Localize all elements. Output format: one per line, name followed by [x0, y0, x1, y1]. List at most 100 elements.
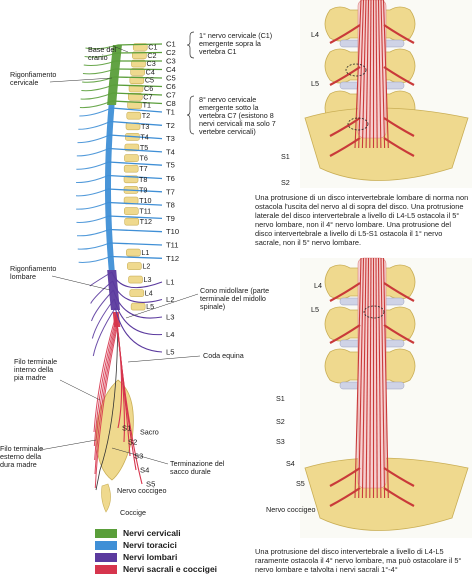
cauda-fiber [377, 0, 382, 149]
nerve-root-left [76, 229, 110, 237]
legend: Nervi cervicali Nervi toracici Nervi lom… [95, 527, 217, 575]
exiting-root-left [329, 324, 361, 344]
cauda-fiber [380, 257, 386, 499]
legend-swatch-thoracic [95, 540, 117, 550]
vertebra-body [128, 275, 143, 284]
vertebra-label: C6 [144, 84, 153, 93]
nerve-labels: C1C2C3C4C5C6C7C8T1T2T3T4T5T6T7T8T9T10T11… [39, 31, 201, 489]
bottom-panel-label-s5: S5 [296, 479, 305, 488]
base-cranio-label: Base del cranio [88, 45, 116, 62]
vertebra-body [129, 76, 145, 84]
c1-annotation: 1° nervo cervicale (C1) emergente sopra … [199, 31, 273, 56]
nerve-root-left [92, 307, 116, 357]
nerve-label: S5 [146, 480, 155, 489]
nerve-label: L1 [166, 278, 174, 287]
nerve-label: T9 [166, 214, 175, 223]
vertebra-label: L4 [145, 289, 153, 298]
vertebral-column [95, 43, 148, 513]
dural-sac-termination-label: Terminazione del sacco durale [170, 459, 225, 476]
vertebra-label: T1 [143, 101, 151, 110]
vertebra-label: C1 [148, 43, 157, 52]
bottom-panel-label-s3: S3 [276, 437, 285, 446]
nerve-label: C5 [166, 74, 176, 83]
exiting-root-left [329, 467, 361, 487]
nerve-root [112, 280, 163, 303]
lumbar-detail-bottom-illustration [300, 257, 472, 538]
nerve-root-left [77, 242, 110, 250]
legend-label: Nervi toracici [123, 540, 177, 550]
nerve-root [112, 92, 163, 96]
vertebra-label: L2 [142, 262, 150, 271]
vertebra-body [124, 207, 139, 215]
nerve-root-left [91, 298, 115, 339]
nerve-label: L3 [166, 313, 174, 322]
nerve-label: S4 [140, 466, 149, 475]
top-panel-label-l4: L4 [311, 30, 319, 39]
cauda-fiber [380, 0, 386, 149]
nerve-label: T8 [166, 201, 175, 210]
exiting-root-left [329, 487, 361, 507]
exiting-root-left [329, 282, 361, 302]
top-panel-label-l5: L5 [311, 79, 319, 88]
leader-line [111, 447, 169, 465]
vertebra-body [126, 248, 141, 257]
nerve-root-left [84, 52, 117, 58]
vertebra-body [126, 111, 142, 120]
cauda-fiber [354, 257, 362, 499]
nerve-label: L4 [166, 330, 174, 339]
vertebra-body [130, 302, 146, 311]
cauda-fiber [361, 0, 367, 149]
nerve-root-left [76, 215, 109, 223]
nerve-root-left [90, 280, 113, 304]
vertebra-label: C4 [146, 67, 155, 76]
nerve-root-left [78, 256, 111, 263]
vertebra-body [131, 59, 146, 68]
leader-line [49, 77, 113, 83]
cauda-fiber [369, 257, 372, 499]
nerve-label: T4 [166, 147, 175, 156]
exiting-root-left [329, 66, 361, 86]
vertebra-body [123, 164, 139, 173]
vertebra-labels: C1C2C3C4C5C6C7T1T2T3T4T5T6T7T8T9T10T11T1… [139, 43, 159, 437]
legend-label: Nervi sacrali e coccigei [123, 564, 218, 574]
nerve-root-left [91, 289, 114, 322]
nerve-label: S2 [128, 438, 137, 447]
nerve-root-left [82, 68, 116, 75]
nerve-root [108, 147, 163, 153]
nerve-label: L2 [166, 295, 174, 304]
nerve-root [108, 215, 163, 220]
exiting-root-right [383, 117, 415, 137]
nerve-root [112, 289, 163, 319]
vertebra-label: T6 [139, 154, 147, 163]
nerve-root-left [94, 326, 118, 489]
cauda-fiber [354, 0, 362, 149]
exiting-root-left [329, 117, 361, 137]
coccyx [101, 483, 111, 513]
nerve-root-left [93, 317, 117, 447]
cauda-fiber [365, 257, 370, 499]
cord-segment [107, 45, 122, 105]
nerve-root [110, 255, 163, 259]
nerve-root-left [81, 84, 114, 92]
nerve-root-left [80, 92, 113, 100]
leader-line [51, 275, 111, 291]
bottom-panel-label-l4: L4 [314, 281, 322, 290]
vertebra-body [124, 154, 139, 162]
nerve-root [117, 43, 163, 46]
nerve-label: T5 [166, 161, 175, 170]
nerve-label: C1 [166, 40, 176, 49]
cauda-fiber [382, 257, 389, 499]
legend-swatch-cervical [95, 528, 117, 538]
bottom-panel-label-s4: S4 [286, 459, 295, 468]
bottom-panel-label-l5: L5 [311, 305, 319, 314]
nerve-root [113, 298, 163, 336]
bottom-panel-label-s1: S1 [276, 394, 285, 403]
exiting-root-right [383, 467, 415, 487]
spinal-nerves [75, 43, 163, 489]
nerve-label: T6 [166, 174, 175, 183]
nerve-label: T10 [166, 227, 179, 236]
nerve-root-left [94, 320, 118, 461]
nerve-label: S1 [122, 424, 131, 433]
vertebra-label: T8 [139, 175, 147, 184]
